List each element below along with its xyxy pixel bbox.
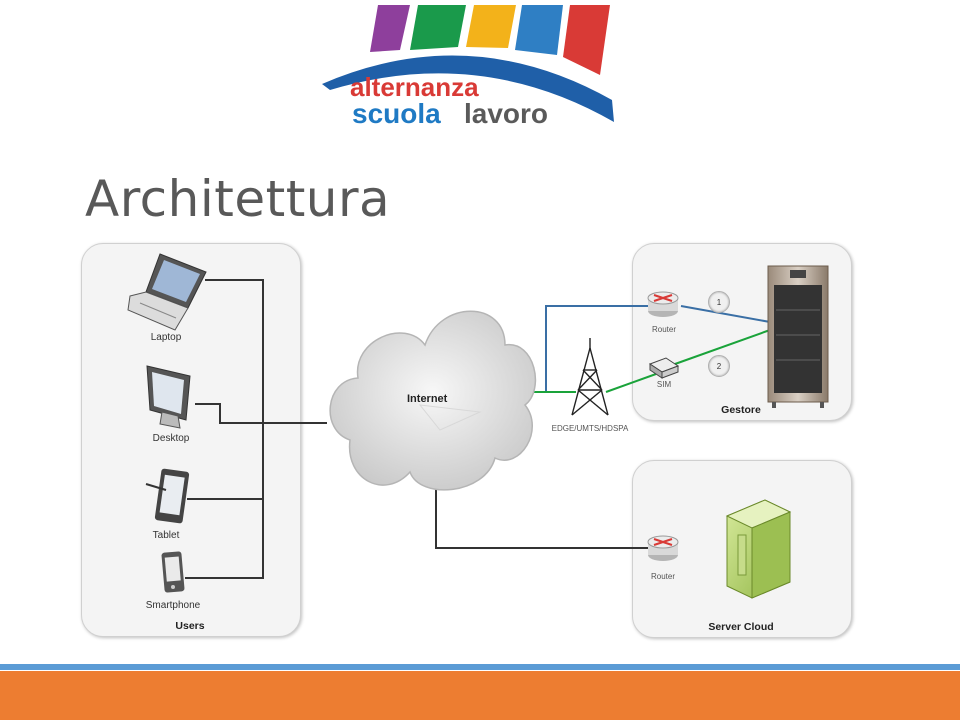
logo-word-lavoro: lavoro xyxy=(464,98,549,129)
label-sim: SIM xyxy=(656,380,672,389)
label-server-title: Server Cloud xyxy=(708,621,774,633)
blue-link-fridge xyxy=(680,305,771,323)
logo-word-scuola: scuola xyxy=(352,98,441,129)
label-router-gestore: Router xyxy=(651,325,677,334)
label-tablet: Tablet xyxy=(152,530,180,541)
logo-word-alternanza: alternanza xyxy=(350,72,479,102)
refrigerator-icon xyxy=(767,265,829,408)
slide-title: Architettura xyxy=(85,170,391,228)
badge-1: 1 xyxy=(708,291,730,313)
cell-tower-icon xyxy=(571,338,609,416)
green-link-sim xyxy=(605,373,657,393)
badge-2: 2 xyxy=(708,355,730,377)
footer-orange-bar xyxy=(0,671,960,720)
label-gestore-title: Gestore xyxy=(721,404,761,416)
smartphone-icon xyxy=(161,551,185,593)
router-icon-gestore xyxy=(647,291,679,317)
desktop-icon xyxy=(146,365,191,429)
footer-blue-bar xyxy=(0,664,960,670)
logo-graphic xyxy=(322,5,614,122)
label-smartphone: Smartphone xyxy=(145,600,201,611)
tablet-icon xyxy=(145,468,190,524)
green-link-fridge xyxy=(674,329,771,365)
label-users-title: Users xyxy=(175,620,205,632)
router-icon-server xyxy=(647,535,679,561)
users-panel xyxy=(81,243,301,637)
server-icon xyxy=(725,499,792,599)
label-laptop: Laptop xyxy=(150,332,182,343)
users-connections xyxy=(185,279,327,579)
label-desktop: Desktop xyxy=(152,433,190,444)
server-link xyxy=(435,482,650,549)
label-tower: EDGE/UMTS/HDSPA xyxy=(551,424,629,433)
label-internet: Internet xyxy=(407,393,448,405)
sim-modem-icon xyxy=(648,357,680,379)
label-router-server: Router xyxy=(650,572,676,581)
internet-cloud-icon xyxy=(329,310,537,491)
laptop-icon xyxy=(127,253,207,331)
